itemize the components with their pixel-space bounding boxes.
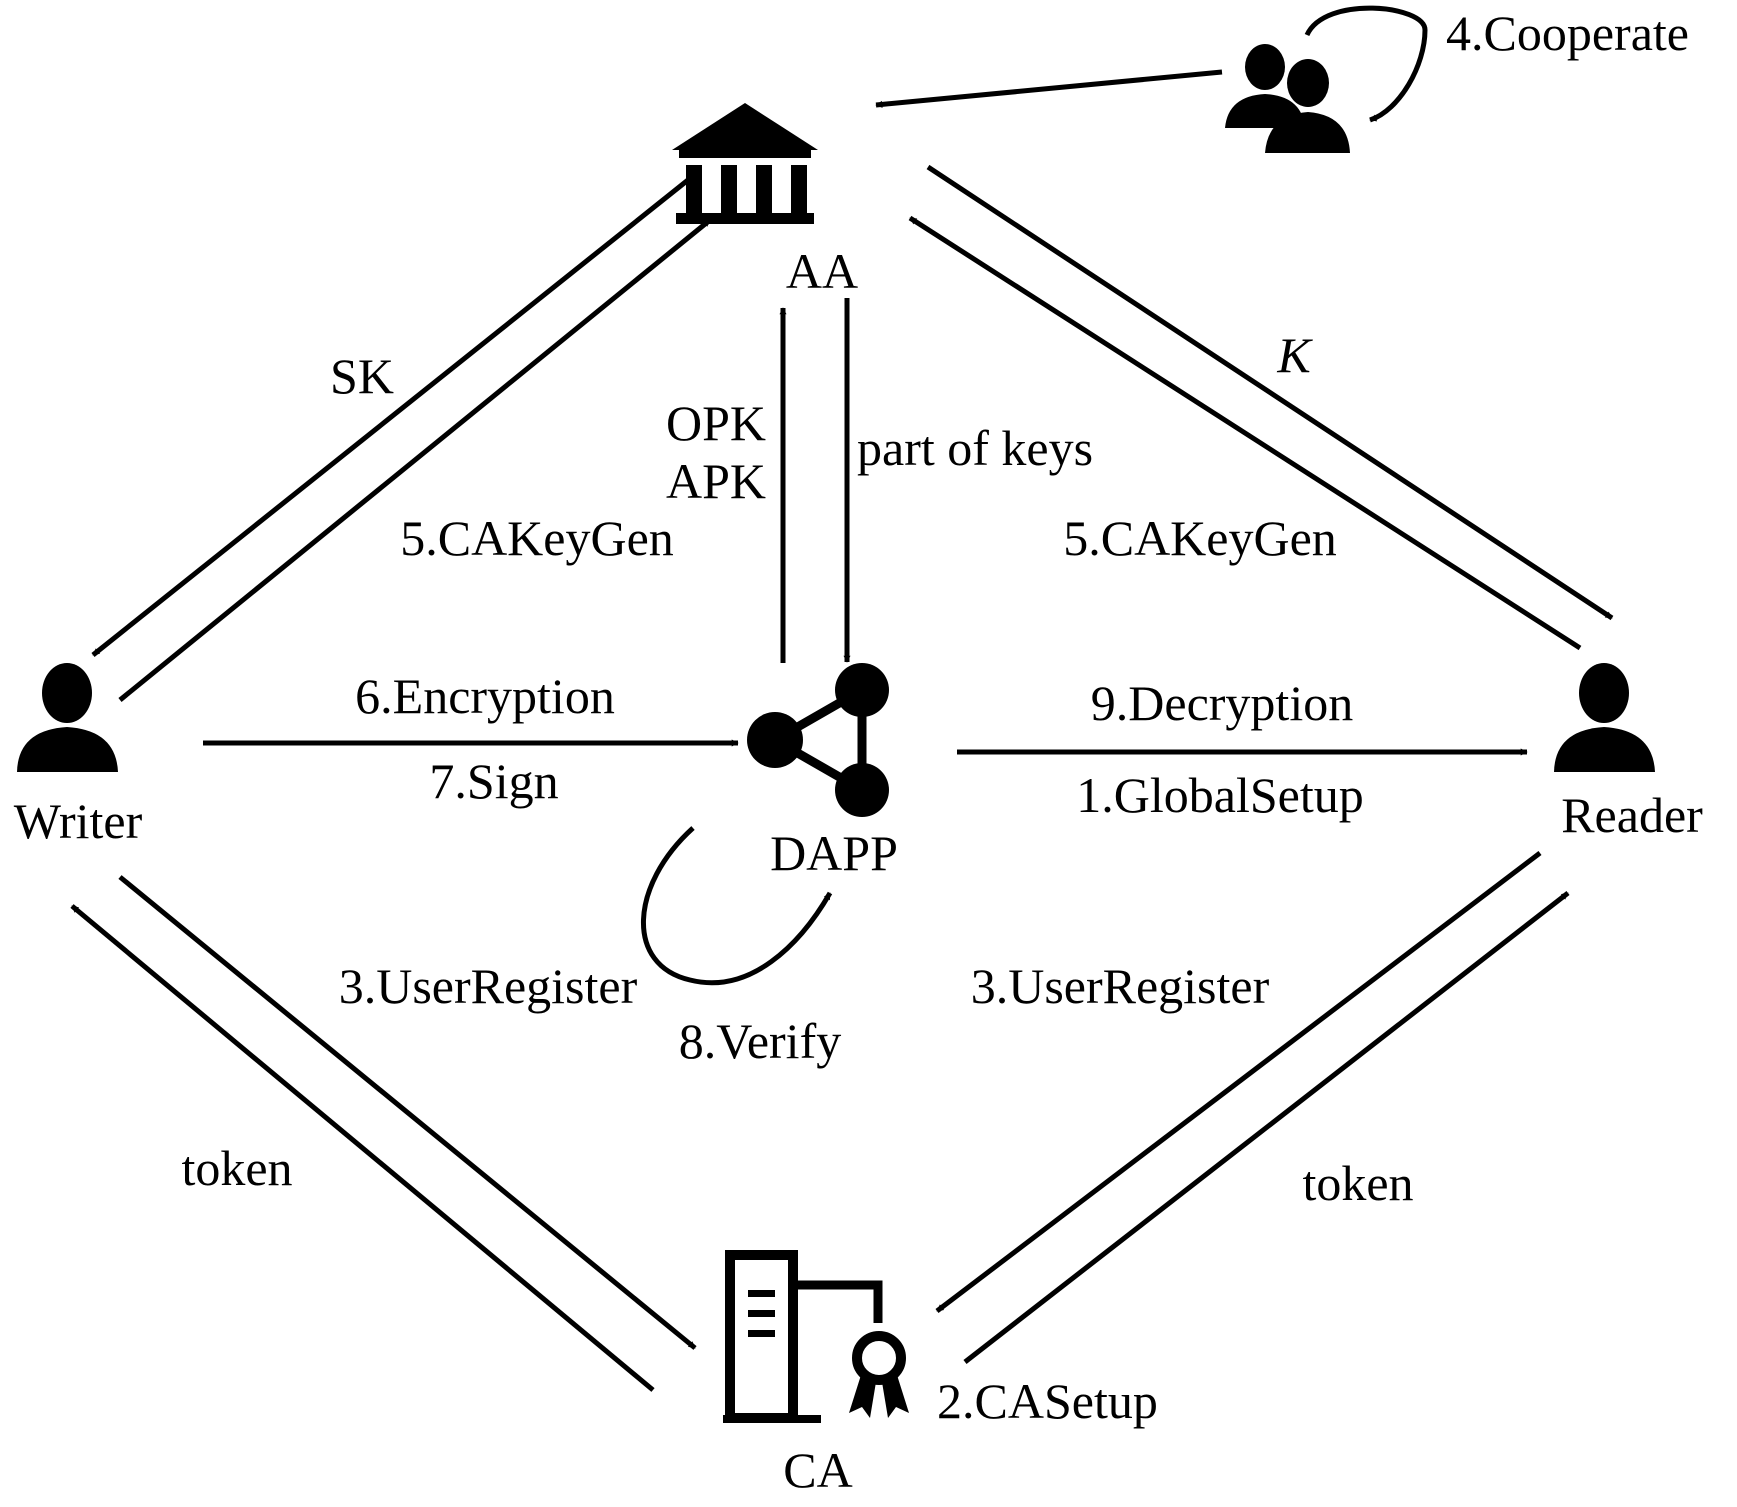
node-label-dapp: DAPP	[770, 825, 898, 881]
node-label-writer: Writer	[14, 793, 143, 849]
label-user-register-right: 3.UserRegister	[971, 958, 1270, 1014]
label-ca-keygen-left: 5.CAKeyGen	[400, 510, 674, 566]
node-label-aa: AA	[786, 243, 858, 299]
label-sign: 7.Sign	[429, 753, 558, 809]
writer-person-icon	[17, 663, 118, 772]
arrow-cooperate-to-aa	[875, 69, 1223, 108]
label-global-setup: 1.GlobalSetup	[1076, 767, 1363, 823]
share-nodes-icon	[747, 663, 889, 817]
label-verify: 8.Verify	[679, 1013, 841, 1069]
label-ca-setup: 2.CASetup	[937, 1373, 1158, 1429]
reader-person-icon	[1554, 663, 1655, 772]
label-encryption: 6.Encryption	[355, 668, 615, 724]
arrow-reader-to-aa	[908, 215, 1582, 651]
arrow-reader-to-ca	[935, 851, 1542, 1313]
label-k: K	[1276, 327, 1313, 383]
label-cooperate: 4.Cooperate	[1446, 5, 1689, 61]
label-user-register-left: 3.UserRegister	[339, 958, 638, 1014]
node-label-ca: CA	[783, 1442, 852, 1498]
arrow-writer-to-aa	[118, 218, 712, 702]
edges	[70, 5, 1614, 1392]
user-group-icon	[1225, 44, 1350, 153]
label-token-right: token	[1302, 1155, 1413, 1211]
label-part-of-keys: part of keys	[857, 420, 1093, 476]
arrow-writer-to-ca	[118, 875, 697, 1350]
label-opk: OPK	[666, 395, 766, 451]
server-certificate-icon	[723, 1250, 909, 1423]
arrow-aa-to-reader	[926, 164, 1614, 621]
label-ca-keygen-right: 5.CAKeyGen	[1063, 510, 1337, 566]
arrow-aa-to-writer	[91, 178, 690, 657]
label-apk: APK	[666, 453, 766, 509]
label-sk: SK	[330, 348, 394, 404]
arrow-cooperate-loop	[1304, 5, 1428, 123]
arrow-ca-to-reader	[963, 891, 1570, 1364]
label-decryption: 9.Decryption	[1091, 675, 1353, 731]
arrow-ca-to-writer	[70, 904, 655, 1392]
label-token-left: token	[181, 1140, 292, 1196]
arrow-verify-loop	[641, 826, 833, 986]
node-label-reader: Reader	[1561, 787, 1703, 843]
bank-icon	[672, 103, 818, 224]
